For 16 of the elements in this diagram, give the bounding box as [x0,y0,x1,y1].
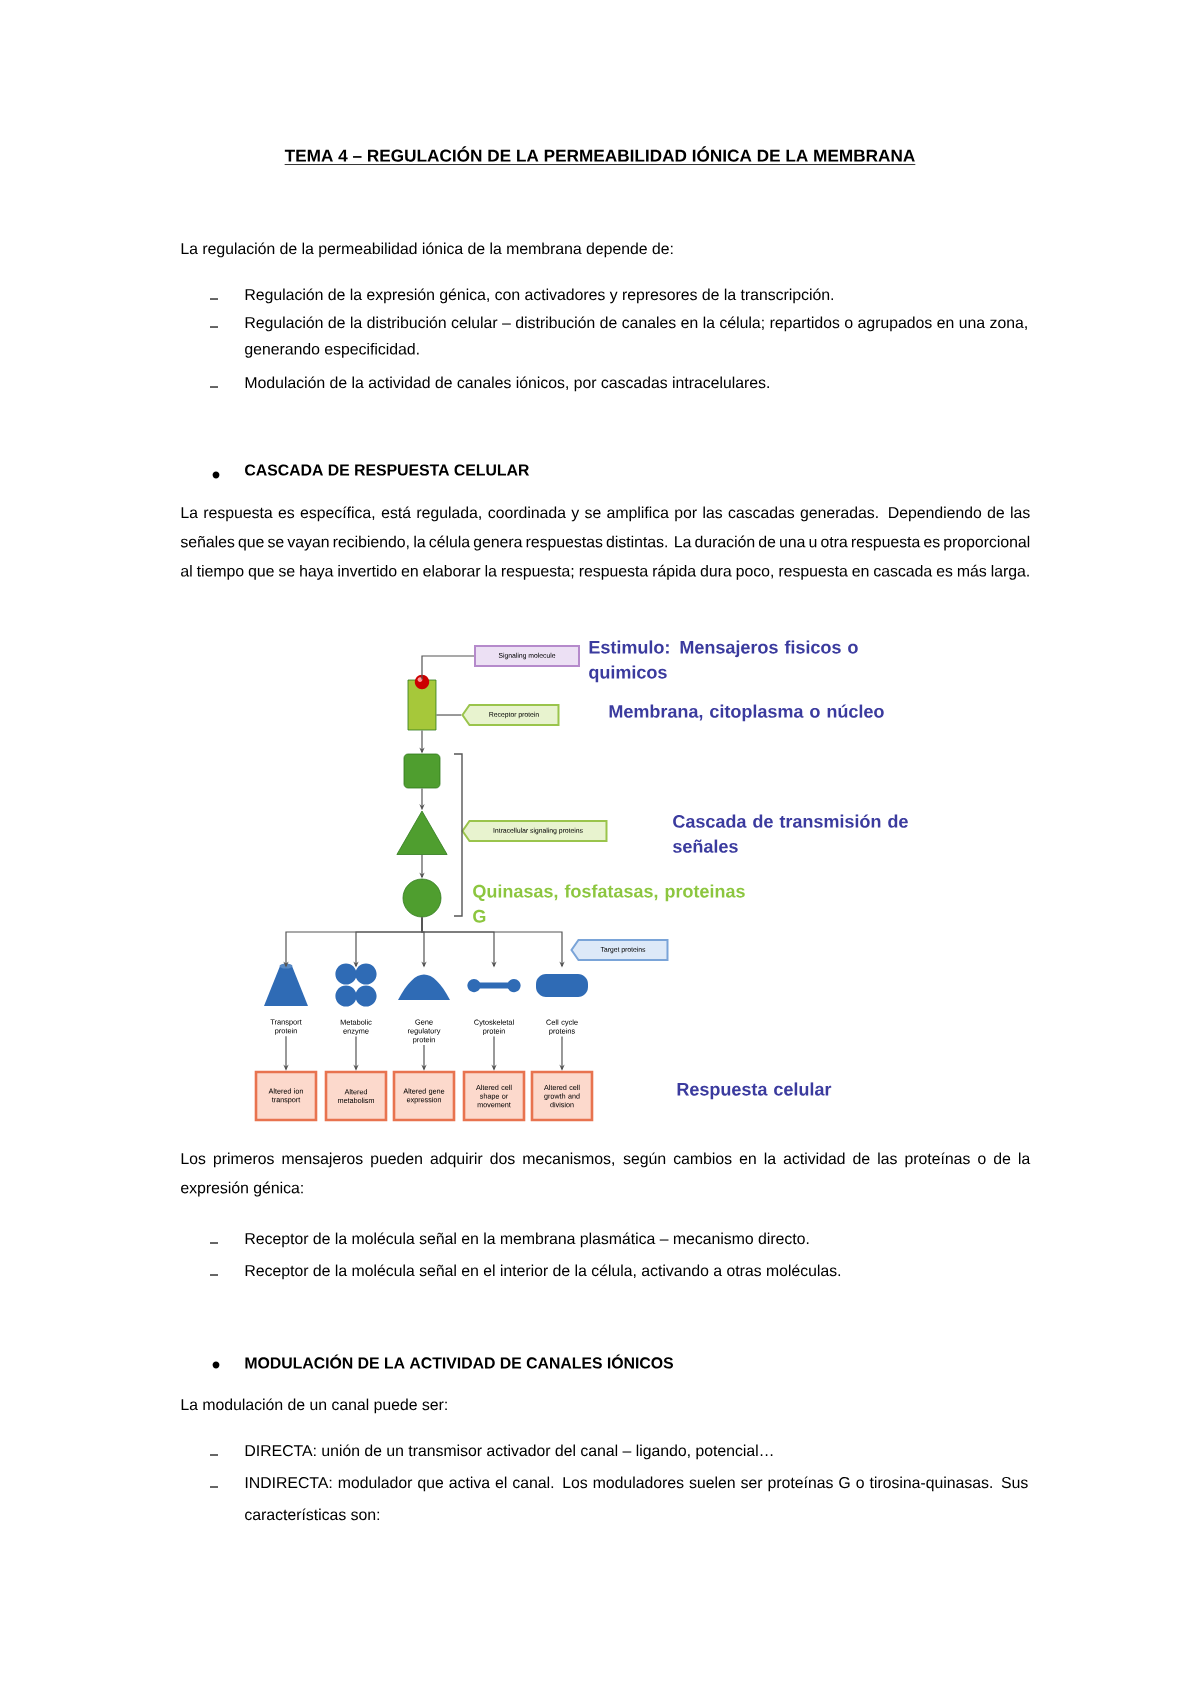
receptor-drawing [407,674,437,731]
annotation-text: Respuesta celular [677,1082,832,1100]
annotation-text: Estimulo: Mensajeros fisicos o quimicos [589,640,858,683]
triangle-shape [396,810,448,855]
annotation-text: Cascada de transmisión de señales [673,814,908,853]
circle-shape [402,878,442,918]
protein-drawing [264,963,308,1006]
protein-drawing [467,979,521,993]
annotation-text: Membrana, citoplasma o núcleo [609,704,884,722]
arrow [421,655,475,681]
annotation-text: Quinasas, fosfatasas, proteinas G [473,884,745,923]
page-title: TEMA 4 – REGULACIÓN DE LA PERMEABILIDAD IÓNICA DE LA MEMBRANA [284,146,916,165]
protein-drawing [536,974,588,997]
protein-drawing [398,974,450,1000]
square-shape [403,753,441,789]
protein-drawing [335,963,377,1007]
